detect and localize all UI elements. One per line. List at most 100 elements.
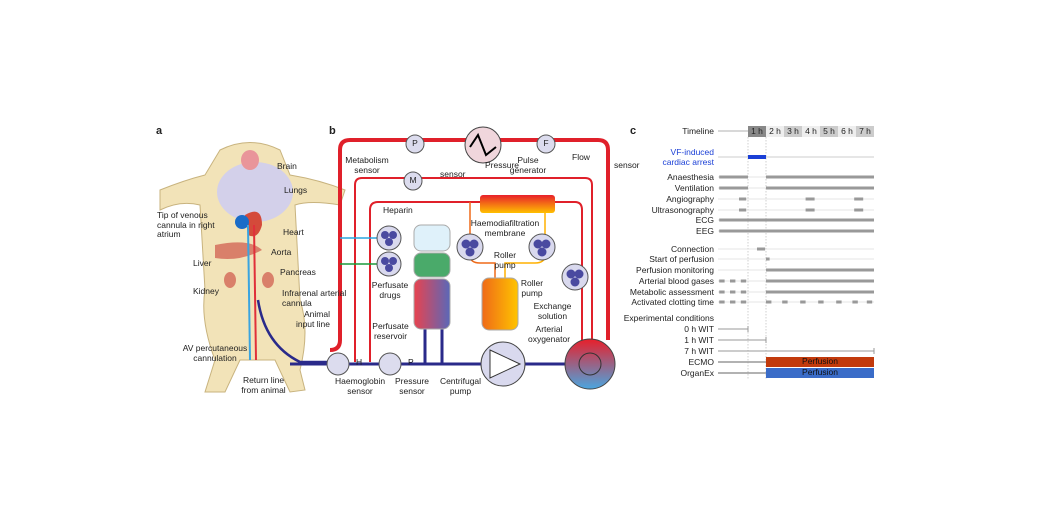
perfusion-bar <box>766 368 874 378</box>
label-brain: Brain <box>277 161 297 171</box>
arterial-oxygenator <box>564 338 616 390</box>
row-bar <box>766 268 874 272</box>
pressure-sensor-letter: P <box>412 138 418 148</box>
row-bar <box>800 300 806 304</box>
hour-label: 2 h <box>769 126 781 136</box>
metabolism-sensor-letter: M <box>409 175 417 185</box>
condition-label: 1 h WIT <box>684 335 714 345</box>
hour-label: 3 h <box>787 126 799 136</box>
hour-box <box>820 126 838 137</box>
label-roller-pump-1: Roller pump <box>493 250 517 270</box>
heparin-bag <box>413 224 451 252</box>
label-metabolism-sensor: Metabolism sensor <box>345 155 389 175</box>
row-label: Ultrasonography <box>651 205 714 215</box>
label-arterial-cannula: Infrarenal arterial cannula <box>282 288 347 308</box>
vf-bar <box>748 155 766 159</box>
label-exchange-solution: Exchange solution <box>533 301 572 321</box>
row-bar <box>805 197 815 201</box>
hour-box <box>838 126 856 137</box>
hour-box <box>784 126 802 137</box>
row-bar <box>730 300 736 304</box>
hour-box <box>748 126 766 137</box>
vf-label: VF-induced cardiac arrest <box>662 147 715 167</box>
perfusion-bar-label: Perfusion <box>802 367 838 377</box>
row-bar <box>852 300 858 304</box>
row-bar <box>730 290 736 294</box>
label-input-line: Animal input line <box>295 309 330 329</box>
row-label: Anaesthesia <box>667 172 714 182</box>
perfusate-reservoir <box>413 278 451 330</box>
row-bar <box>766 290 874 294</box>
label-pressure: Pressure <box>485 160 520 170</box>
hour-box <box>766 126 784 137</box>
label-av-cannulation: AV percutaneous cannulation <box>182 343 248 363</box>
label-flow: Flow <box>572 152 590 162</box>
row-bar <box>805 208 815 212</box>
row-bar <box>757 247 766 251</box>
hour-label: 6 h <box>841 126 853 136</box>
row-bar <box>740 290 747 294</box>
row-label: EEG <box>696 226 714 236</box>
label-haemoglobin-sensor: Haemoglobin sensor <box>335 376 386 396</box>
hour-label: 5 h <box>823 126 835 136</box>
haemodiafiltration-membrane <box>480 195 555 213</box>
label-centrifugal-pump: Centrifugal pump <box>439 376 482 396</box>
row-bar <box>818 300 824 304</box>
row-bar <box>719 300 725 304</box>
hour-label: 1 h <box>751 126 763 136</box>
label-pulse-generator: Pulse generator <box>509 155 547 175</box>
row-bar <box>719 279 725 283</box>
timeline-chart <box>718 126 875 380</box>
condition-label: OrganEx <box>680 368 714 378</box>
row-bar <box>766 300 772 304</box>
perfusion-bar-label: Perfusion <box>802 356 838 366</box>
row-label: ECG <box>695 215 714 225</box>
drugs-bag <box>413 252 451 278</box>
haemoglobin-letter: H <box>356 357 363 367</box>
hour-box <box>802 126 820 137</box>
row-bar <box>719 218 874 222</box>
row-bar <box>782 300 788 304</box>
row-bar <box>766 186 874 190</box>
condition-label: ECMO <box>688 357 715 367</box>
row-bar <box>730 279 736 283</box>
label-perfusate-drugs: Perfusate drugs <box>371 280 409 300</box>
row-bar <box>766 279 874 283</box>
panel-label-a: a <box>156 125 163 137</box>
hour-label: 7 h <box>859 126 871 136</box>
perfusion-bar <box>766 357 874 367</box>
row-bar <box>866 300 873 304</box>
label-flow-sensor: sensor <box>614 160 640 170</box>
row-label: Angiography <box>666 194 714 204</box>
conditions-label: Experimental conditions <box>623 313 714 323</box>
label-roller-pump-2: Roller pump <box>520 278 544 298</box>
timeline-label: Timeline <box>682 126 714 136</box>
hour-box <box>856 126 874 137</box>
label-venous-cannula: Tip of venous cannula in right atrium <box>157 210 215 239</box>
exchange-solution-tank <box>481 277 519 331</box>
label-return-line: Return line from animal <box>241 375 286 395</box>
row-label: Start of perfusion <box>649 254 714 264</box>
row-bar <box>740 279 747 283</box>
row-bar <box>766 257 770 261</box>
pressure-sensor-circle <box>405 134 425 154</box>
label-kidney: Kidney <box>193 286 219 296</box>
row-label: Metabolic assessment <box>629 287 714 297</box>
label-perfusate-reservoir: Perfusate reservoir <box>372 321 409 341</box>
pressure-letter: P <box>408 357 414 367</box>
label-pancreas: Pancreas <box>280 267 316 277</box>
row-label: Activated clotting time <box>631 297 714 307</box>
row-bar <box>719 186 748 190</box>
row-label: Ventilation <box>674 183 714 193</box>
hour-label: 4 h <box>805 126 817 136</box>
condition-label: 0 h WIT <box>684 324 714 334</box>
label-pressure-sensor-top: sensor <box>440 169 466 179</box>
row-label: Arterial blood gases <box>638 276 714 286</box>
label-membrane: Haemodiafiltration membrane <box>470 218 540 238</box>
row-bar <box>766 175 874 179</box>
row-bar <box>836 300 842 304</box>
label-arterial-oxygenator: Arterial oxygenator <box>527 324 571 344</box>
row-bar <box>739 197 747 201</box>
label-liver: Liver <box>193 258 212 268</box>
